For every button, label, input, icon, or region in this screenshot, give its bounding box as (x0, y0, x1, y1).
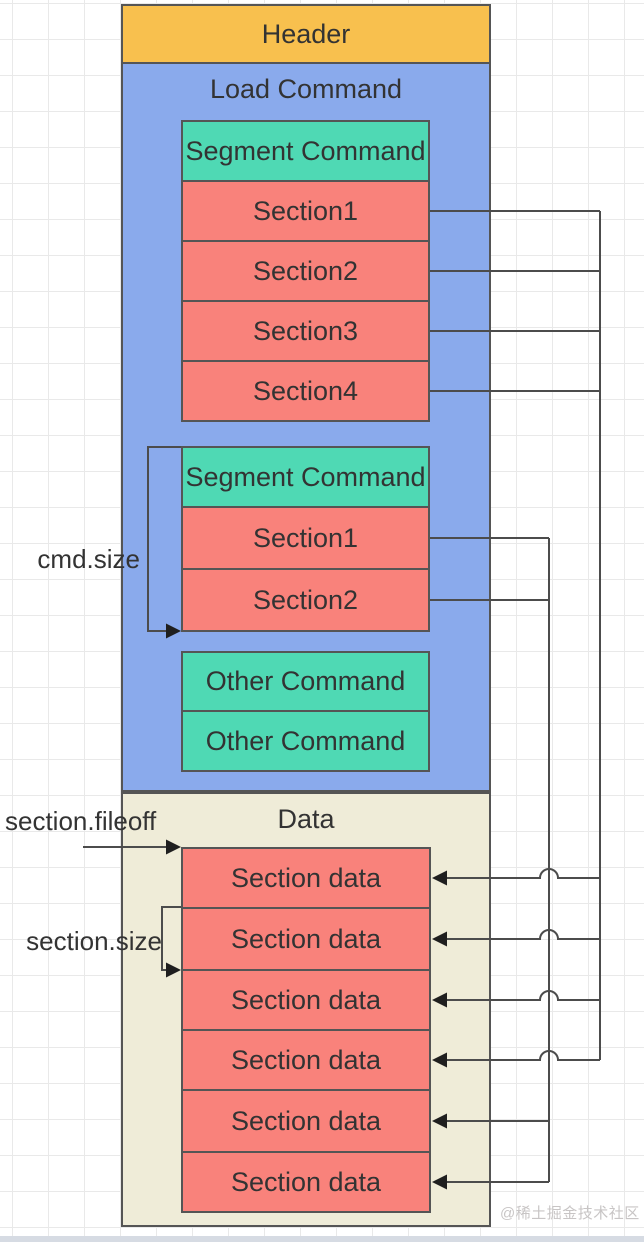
data-label: Data (277, 804, 335, 834)
other-command-2-label: Other Command (205, 725, 406, 756)
section-data-6-label: Section data (230, 1166, 382, 1197)
header-label: Header (261, 18, 351, 49)
other-command-1-box: Other Command (181, 651, 430, 712)
section-data-3-label: Section data (230, 984, 382, 1015)
section-data-2-label: Section data (230, 923, 382, 954)
section-data-1-box: Section data (181, 847, 431, 909)
segment-command-1-box: Segment Command (181, 120, 430, 182)
segment2-section1-box: Section1 (181, 506, 430, 570)
section-data-4-box: Section data (181, 1029, 431, 1091)
section-size-label: section.size (26, 926, 162, 956)
section-data-1-label: Section data (230, 862, 382, 893)
section-data-4-label: Section data (230, 1044, 382, 1075)
other-command-1-label: Other Command (205, 666, 406, 696)
section-data-5-label: Section data (230, 1105, 382, 1136)
segment1-section1-label: Section1 (252, 195, 359, 226)
segment1-section4-label: Section4 (252, 375, 359, 406)
segment1-section1-box: Section1 (181, 180, 430, 242)
header-box: Header (121, 4, 491, 64)
juejin-watermark: @稀土掘金技术社区 (500, 1205, 640, 1222)
segment1-section2-label: Section2 (252, 255, 359, 286)
segment1-section2-box: Section2 (181, 240, 430, 302)
segment2-section2-label: Section2 (252, 584, 359, 615)
section-data-3-box: Section data (181, 969, 431, 1031)
segment1-section4-box: Section4 (181, 360, 430, 422)
segment2-section2-box: Section2 (181, 568, 430, 632)
segment1-section3-box: Section3 (181, 300, 430, 362)
section-data-6-box: Section data (181, 1151, 431, 1213)
footer-strip (0, 1236, 644, 1242)
segment2-section1-label: Section1 (252, 522, 359, 553)
section-data-5-box: Section data (181, 1089, 431, 1153)
segment1-section3-label: Section3 (252, 315, 359, 346)
load-command-label: Load Command (209, 74, 403, 104)
other-command-2-box: Other Command (181, 710, 430, 772)
segment-command-1-label: Segment Command (185, 135, 426, 166)
cmd-size-label: cmd.size (37, 544, 140, 574)
segment-command-2-box: Segment Command (181, 446, 430, 508)
section-data-2-box: Section data (181, 907, 431, 971)
segment-command-2-label: Segment Command (185, 461, 426, 492)
section-fileoff-label: section.fileoff (5, 806, 157, 836)
